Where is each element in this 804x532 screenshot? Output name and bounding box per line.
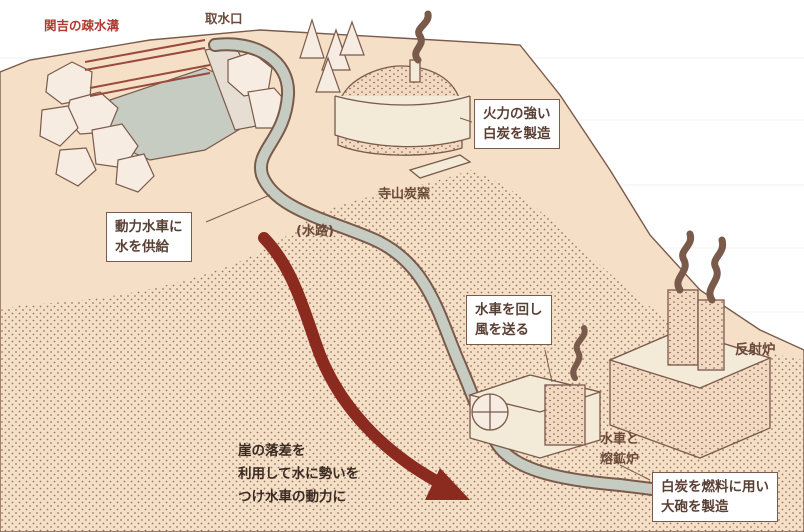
arrow-caption: 崖の落差を 利用して水に勢いを つけ水車の動力に bbox=[238, 443, 360, 505]
callout-cannon: 白炭を燃料に用い 大砲を製造 bbox=[652, 472, 778, 522]
reflective-furnace bbox=[608, 289, 772, 459]
furnace-smoke-1 bbox=[674, 230, 695, 294]
furnace-label: 反射炉 bbox=[735, 342, 776, 358]
page-title: 関吉の疎水溝 bbox=[44, 18, 120, 33]
waterway-label: (水路) bbox=[296, 224, 334, 239]
furnace-smoke-2 bbox=[706, 236, 727, 304]
kiln-label: 寺山炭窯 bbox=[378, 187, 431, 202]
kiln-smoke bbox=[412, 10, 432, 64]
building-smoke bbox=[570, 325, 588, 381]
waterwheel-furnace-label: 水車と 熔鉱炉 bbox=[600, 432, 640, 467]
trees bbox=[299, 18, 365, 93]
charcoal-kiln bbox=[334, 59, 472, 179]
dotted-slope bbox=[0, 170, 804, 532]
flow-arrow bbox=[258, 232, 444, 488]
fences bbox=[84, 39, 211, 97]
flow-arrow-head bbox=[425, 468, 470, 500]
waterway-water bbox=[210, 39, 705, 500]
callout-wheel: 水車を回し 風を送る bbox=[466, 295, 552, 345]
callout-power: 動力水車に 水を供給 bbox=[106, 212, 192, 262]
boulders bbox=[39, 51, 291, 193]
intake-label: 取水口 bbox=[205, 11, 243, 26]
callout-charcoal: 火力の強い 白炭を製造 bbox=[474, 99, 560, 149]
waterwheel-building bbox=[467, 374, 603, 459]
leader-lines bbox=[205, 117, 651, 481]
